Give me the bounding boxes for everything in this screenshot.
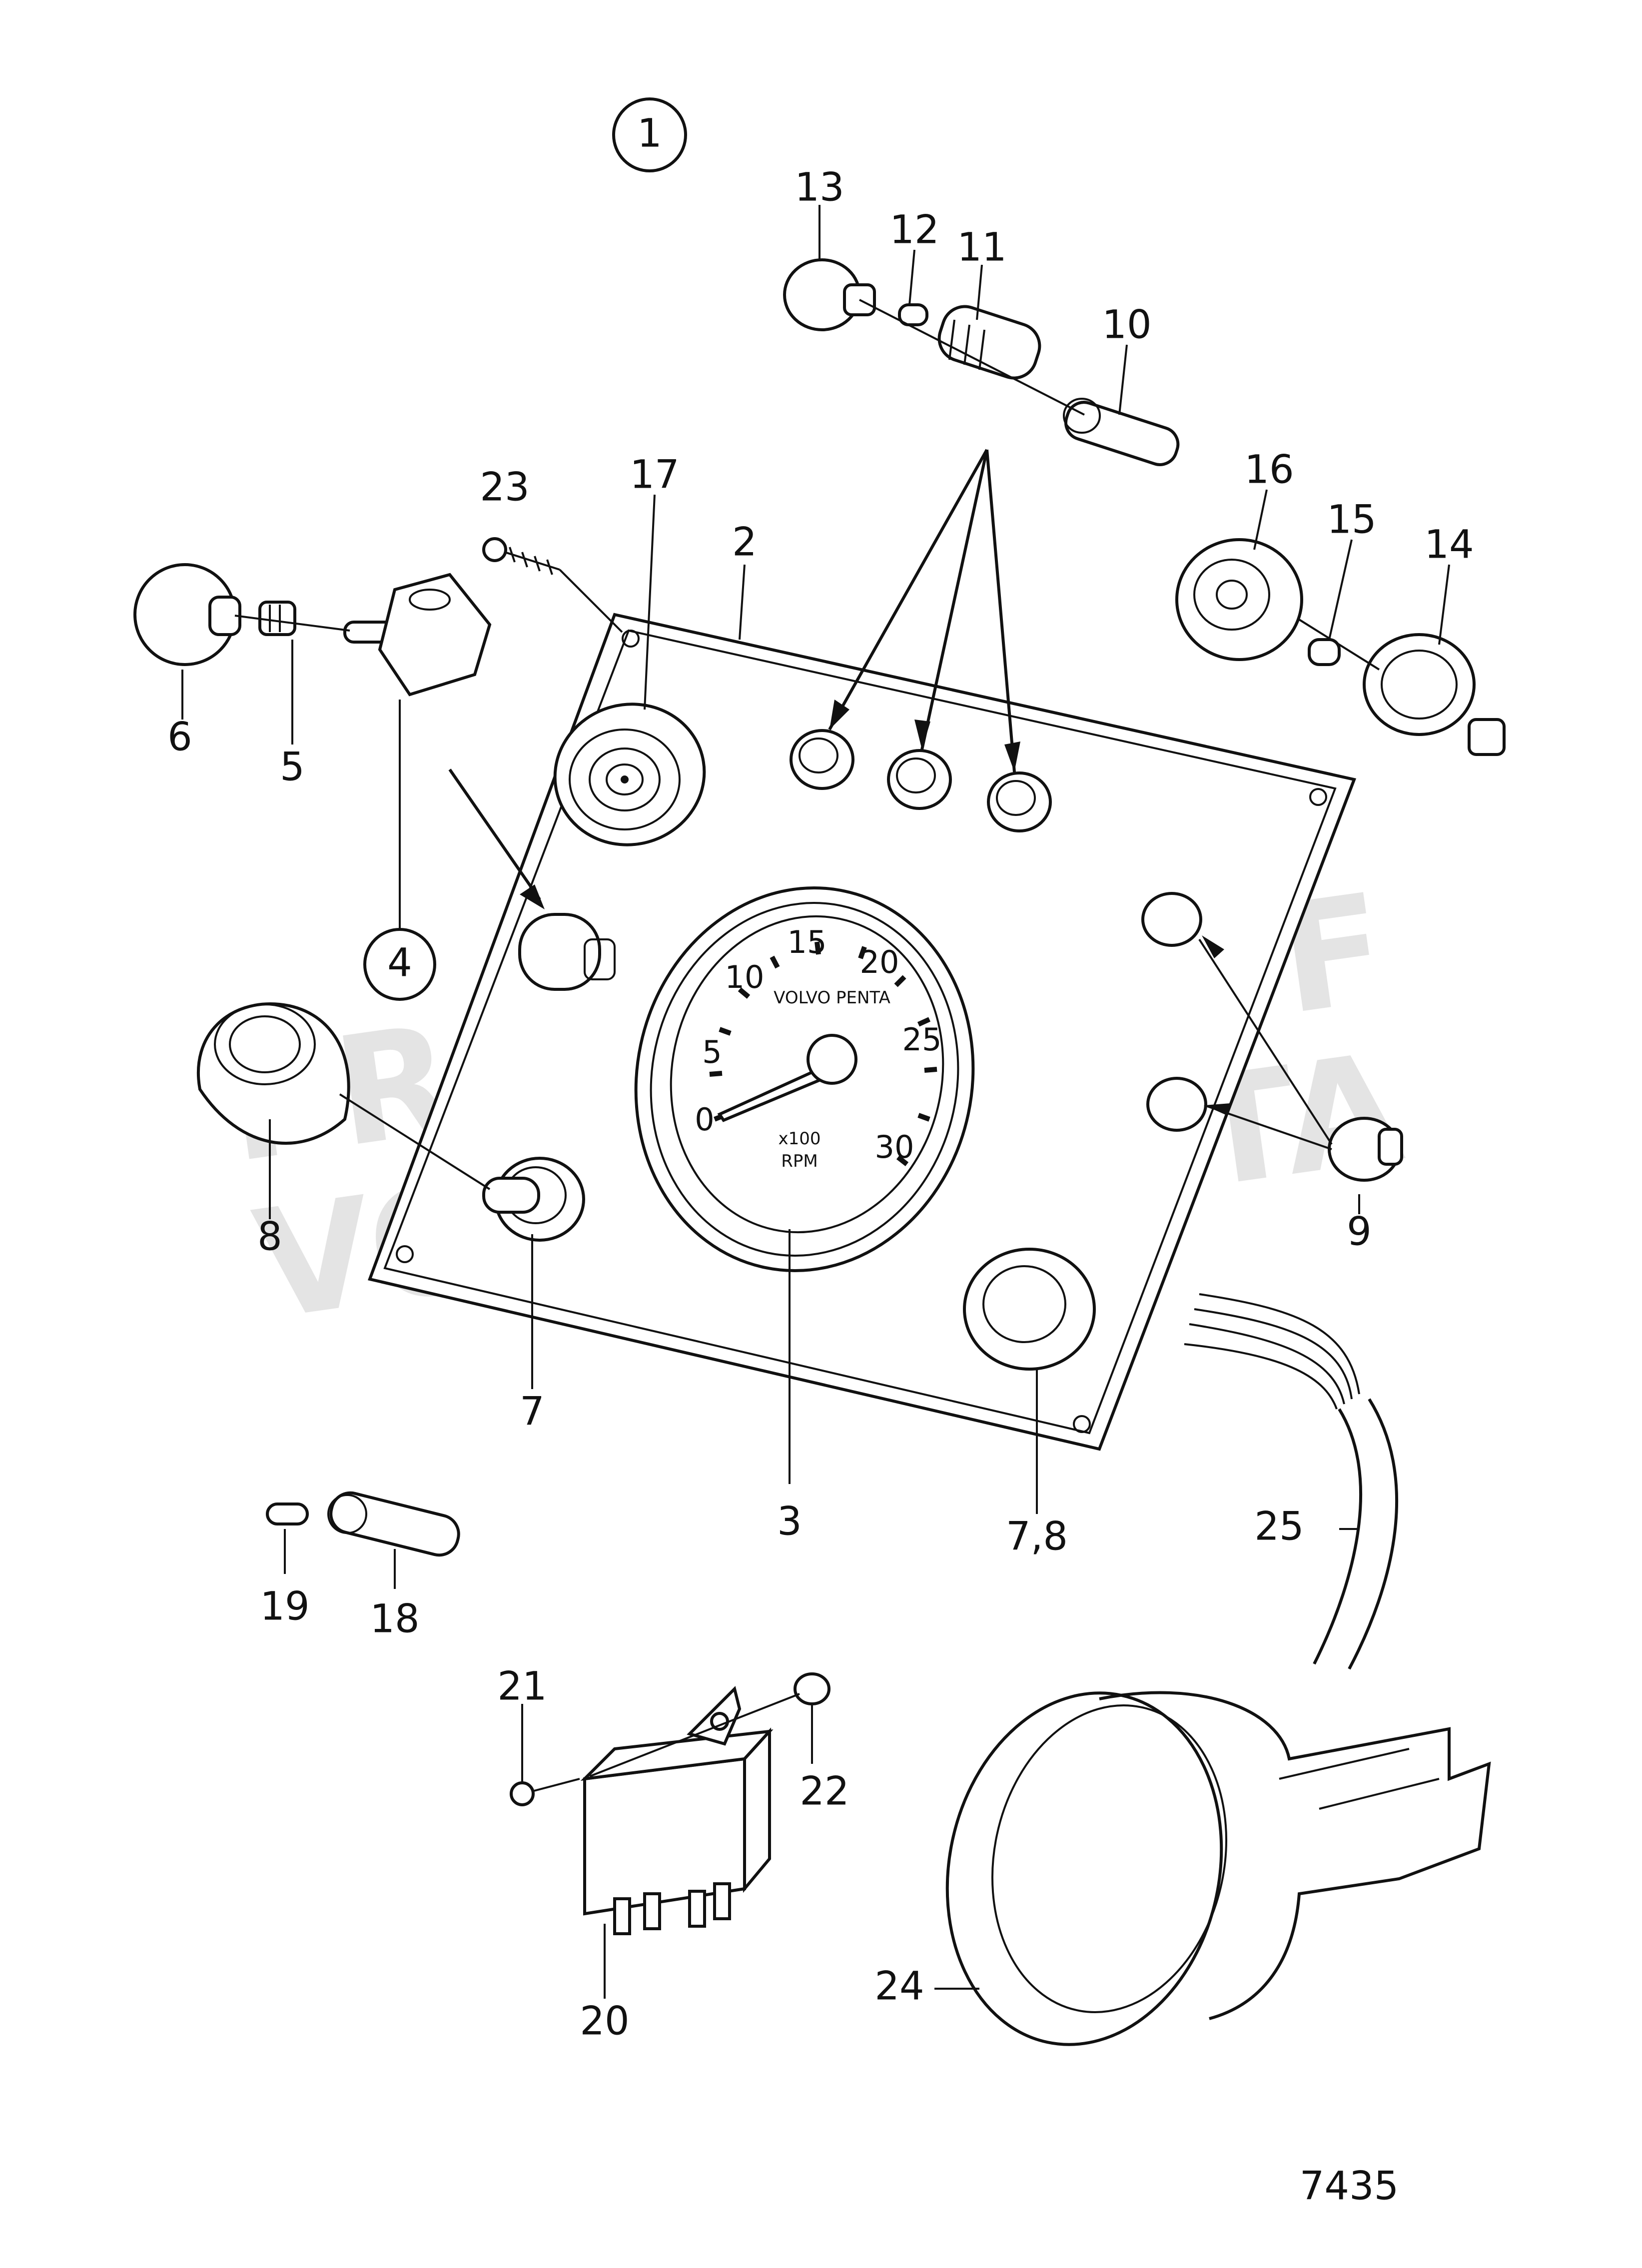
tach-unit-x100: x100 [778, 1129, 821, 1149]
part-8-knob [196, 1002, 350, 1145]
leader-8 [339, 1093, 491, 1190]
part-6-cap [133, 563, 241, 666]
warning-lamp-3 [987, 771, 1052, 832]
arrow-4-to-panel [448, 768, 545, 909]
callout-2: 2 [732, 520, 757, 565]
callout-15: 15 [1327, 497, 1376, 542]
gauge-17 [553, 703, 706, 846]
tachometer: 0 5 10 15 20 25 30 VOLVO PENTA x100 RPM [634, 886, 975, 1272]
callout-21: 21 [497, 1664, 547, 1709]
part-20-relay [580, 1686, 774, 1935]
callout-18: 18 [370, 1596, 419, 1641]
callout-10: 10 [1102, 302, 1151, 347]
callout-3: 3 [777, 1499, 802, 1544]
callout-12: 12 [889, 207, 939, 252]
tach-label-5: 5 [702, 1034, 722, 1070]
part-4-switch [343, 573, 492, 697]
callout-25: 25 [1254, 1504, 1304, 1549]
leader-6-5-4 [234, 615, 350, 632]
callout-24: 24 [874, 1964, 924, 2009]
callout-labels: 13 12 11 10 16 15 14 17 23 2 6 5 4 8 7 3… [167, 165, 1474, 2044]
tach-brand: VOLVO PENTA [774, 988, 890, 1008]
tach-label-30: 30 [875, 1129, 914, 1165]
callout-7: 7 [520, 1389, 545, 1434]
group-number-badge: 1 [612, 97, 687, 172]
leader-lamp-axis [859, 299, 1085, 416]
callout-14: 14 [1424, 522, 1474, 567]
leader-9-upper [1198, 938, 1333, 1145]
part-24-cover-ring [945, 1691, 1491, 2046]
switch-78-on-panel [963, 1248, 1096, 1371]
callout-16: 16 [1244, 447, 1294, 492]
part-22-nut [794, 1672, 830, 1705]
plug-9-upper-on-panel [1141, 892, 1202, 947]
leader-16-14 [1298, 619, 1380, 671]
callout-22: 22 [800, 1769, 849, 1814]
tach-label-20: 20 [860, 944, 899, 980]
lamp-arrows [828, 449, 1020, 772]
callout-8: 8 [257, 1214, 282, 1259]
callout-6: 6 [167, 715, 192, 759]
part-9-plug [1328, 1117, 1403, 1182]
part-11-holder [937, 305, 1041, 380]
tach-label-25: 25 [902, 1021, 942, 1058]
callout-4: 4 [387, 940, 412, 985]
callout-17: 17 [630, 452, 679, 497]
callout-13: 13 [795, 165, 844, 210]
warning-lamp-2 [887, 749, 952, 810]
callout-7-8: 7,8 [1006, 1514, 1068, 1559]
warning-lamp-1 [790, 729, 854, 790]
tach-unit-rpm: RPM [781, 1151, 818, 1171]
drawing-number: 7435 [1300, 2164, 1399, 2209]
tach-zero-label: 0 [695, 1101, 714, 1138]
part-19-bulb [266, 1503, 309, 1525]
tach-hub [807, 1034, 857, 1085]
part-10-socket [1063, 398, 1180, 466]
part-13-lens [783, 258, 876, 331]
part-15-bulb [1308, 638, 1341, 666]
leader-21-22 [589, 1693, 800, 1777]
part-14-gauge-body [1363, 633, 1506, 756]
switch-knob-on-panel [518, 913, 616, 991]
part-23-screw [482, 537, 623, 633]
callout-11: 11 [957, 225, 1006, 270]
plug-9-lower-on-panel [1146, 1077, 1207, 1132]
callout-9: 9 [1347, 1209, 1372, 1254]
callout-20: 20 [580, 1999, 629, 2044]
part-16-gauge-front [1175, 538, 1303, 661]
part-12-bulb [898, 303, 928, 326]
callout-19: 19 [260, 1584, 309, 1629]
group-number: 1 [637, 111, 662, 156]
tach-label-15: 15 [788, 924, 827, 960]
callout-23: 23 [480, 465, 529, 510]
callout-leaders [181, 205, 1450, 1999]
tach-label-10: 10 [725, 959, 765, 995]
switch-7-on-panel [482, 1157, 585, 1242]
part-18-socket [327, 1491, 460, 1557]
wire-harness [1184, 1293, 1399, 1670]
part-5-nut [258, 601, 296, 636]
callout-5: 5 [280, 745, 305, 789]
